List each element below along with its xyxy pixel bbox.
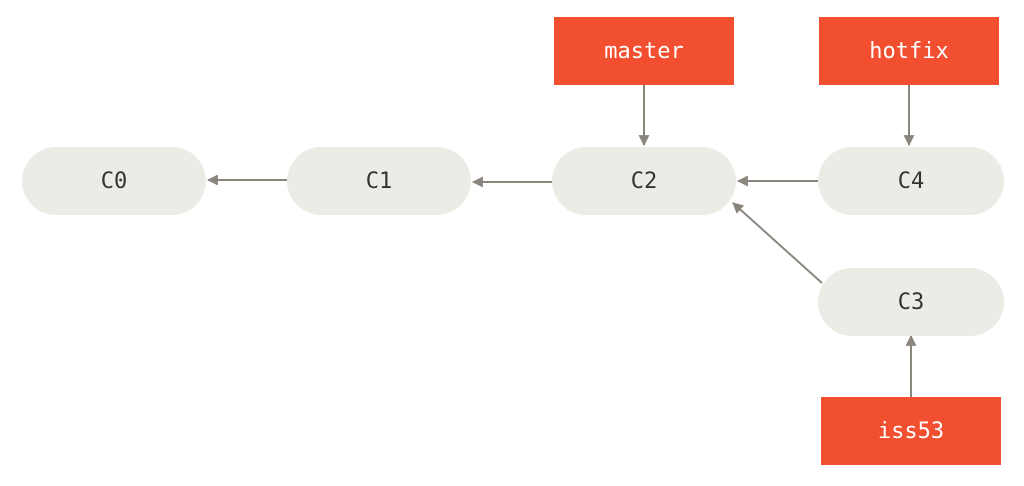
branch-hotfix: hotfix — [819, 17, 999, 85]
branch-label: iss53 — [877, 418, 945, 444]
edge-c3-to-c2 — [732, 202, 823, 284]
branch-master: master — [554, 17, 734, 85]
commit-c1: C1 — [287, 147, 471, 215]
commit-c3: C3 — [818, 268, 1004, 336]
commit-label: C3 — [897, 289, 925, 315]
branch-label: master — [604, 38, 684, 64]
commit-label: C2 — [630, 168, 658, 194]
commit-label: C4 — [897, 168, 925, 194]
commit-label: C1 — [365, 168, 393, 194]
commit-c2: C2 — [552, 147, 736, 215]
commit-c4: C4 — [818, 147, 1004, 215]
branch-label: hotfix — [869, 38, 949, 64]
commit-label: C0 — [100, 168, 128, 194]
commit-c0: C0 — [22, 147, 206, 215]
branch-iss53: iss53 — [821, 397, 1001, 465]
